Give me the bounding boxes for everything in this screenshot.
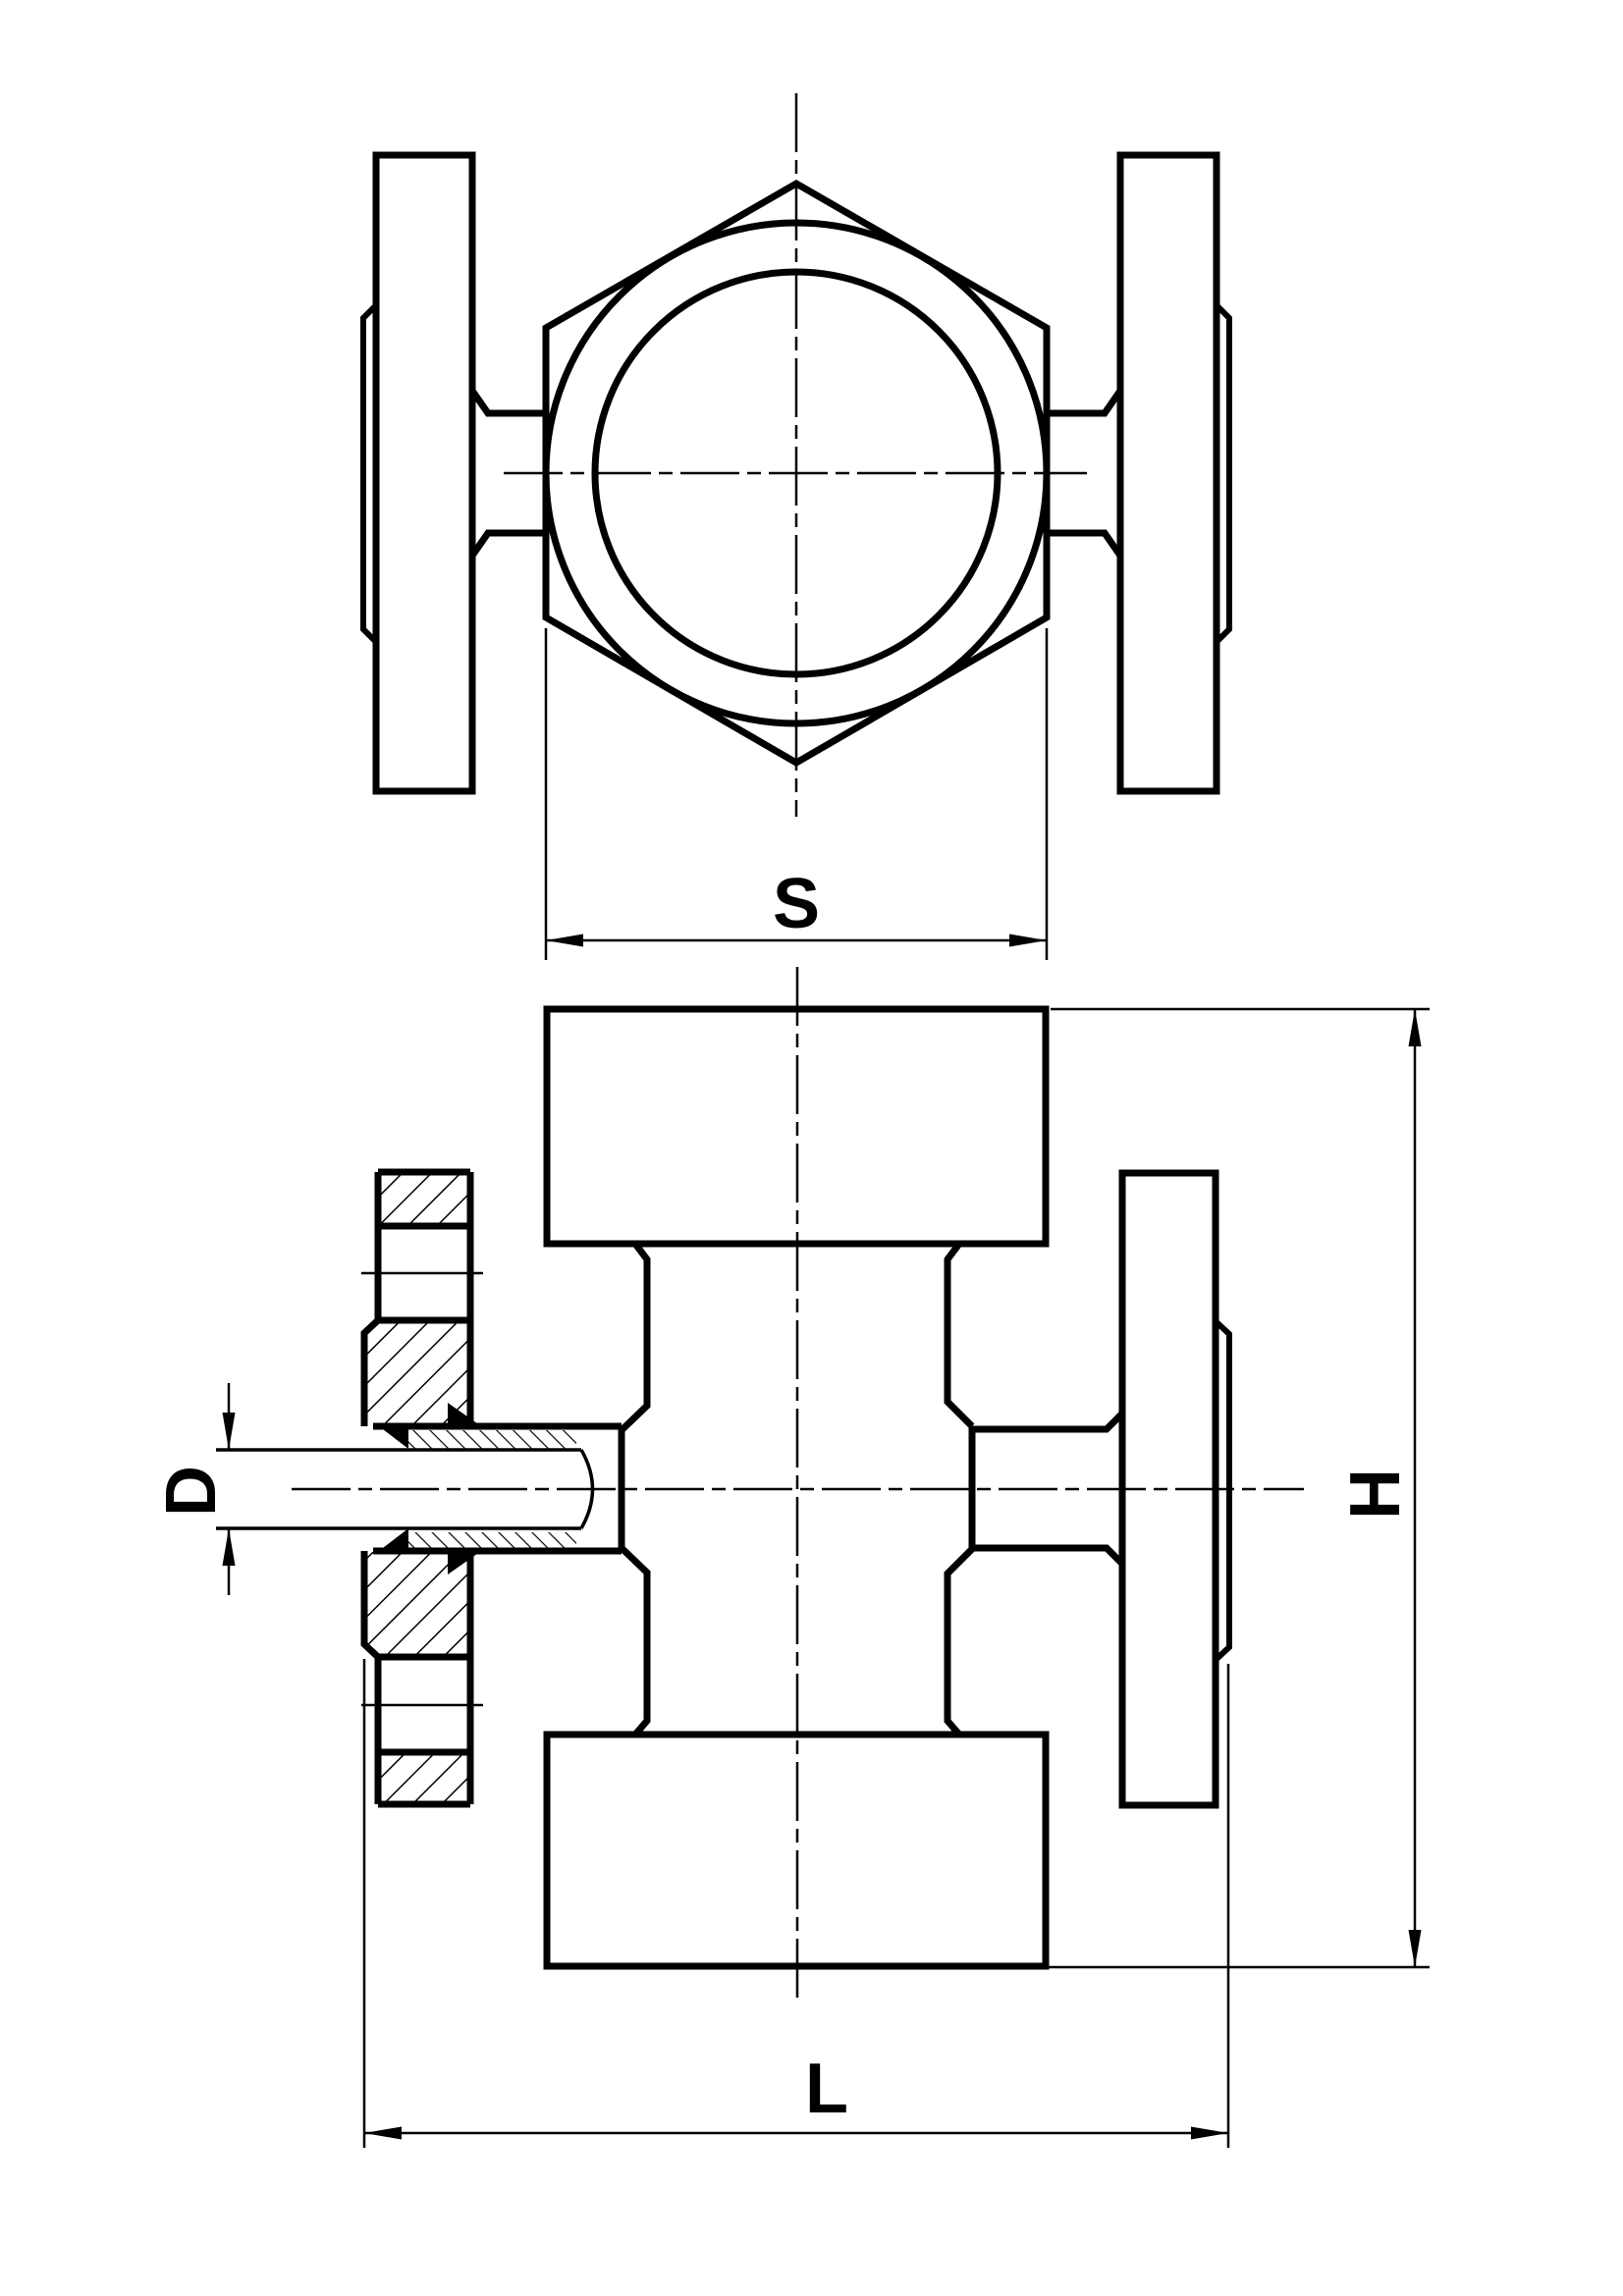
front-section-view: D H L (152, 967, 1430, 2148)
flange-section-upper-block (378, 1172, 470, 1226)
dimension-h-label: H (1336, 1468, 1415, 1520)
weld-bottom-outer (448, 1549, 484, 1575)
weld-bottom-inner (379, 1528, 408, 1551)
dimension-s-arrow-right (1009, 934, 1047, 947)
weld-top-inner (379, 1426, 408, 1449)
outer-circle (542, 219, 1051, 727)
flange-right-front-raised-face (1213, 1318, 1232, 1663)
dimension-s-extension-lines (544, 628, 1049, 960)
neck-right-top (1047, 389, 1123, 558)
dimension-d-label: D (152, 1466, 231, 1517)
dimension-s-label: S (773, 865, 820, 943)
dimension-h-arrow-top (1408, 1009, 1422, 1046)
inner-circle (591, 268, 1001, 678)
hex-nut-outline (542, 179, 1051, 768)
valve-body-outline (618, 1241, 976, 1737)
bore-lines (216, 1448, 581, 1530)
flange-left-top-raised-face (360, 302, 379, 645)
bore-end-curve (579, 1449, 595, 1529)
dimension-h-arrow-bottom (1408, 1930, 1422, 1967)
dimension-h: H (1046, 1007, 1430, 1969)
nipple-wall-upper-hatch (406, 1430, 576, 1449)
neck-left-top (469, 389, 546, 558)
flange-bolt-hole-axes (361, 1271, 483, 1707)
dimension-l-arrow-left (364, 2126, 402, 2140)
weld-fillets (379, 1403, 484, 1575)
flange-section-hub-lower (364, 1552, 470, 1657)
dimension-l-extension-lines (362, 1659, 1230, 2148)
flange-left-top-plate (372, 151, 476, 795)
dimension-h-extension-lines (1046, 1007, 1430, 1969)
flange-right-top-raised-face (1214, 302, 1232, 645)
neck-right-front (972, 1411, 1125, 1567)
dimension-d-arrow-top (222, 1413, 236, 1450)
flange-left-section-outline (360, 1168, 474, 1808)
nipple-outer-walls (373, 1422, 622, 1555)
dimension-d: D (152, 1383, 236, 1595)
top-cap (543, 1005, 1050, 1248)
flange-right-top-plate (1116, 151, 1220, 795)
flange-section-lower-block (378, 1752, 470, 1804)
bottom-cap (543, 1731, 1050, 1970)
dimension-l-label: L (805, 2050, 848, 2128)
dimension-l: L (362, 1659, 1230, 2148)
nipple-wall-lower-hatch (406, 1532, 576, 1551)
flange-left-section-hatch (364, 1172, 470, 1804)
dimension-s: S (544, 628, 1049, 960)
dimension-d-arrow-bottom (222, 1528, 236, 1566)
nipple-section (216, 1403, 622, 1575)
weld-top-outer (448, 1403, 484, 1428)
top-view: S (360, 93, 1232, 960)
dimension-s-arrow-left (546, 934, 583, 947)
flange-right-front-plate (1118, 1169, 1219, 1809)
dimension-l-arrow-right (1191, 2126, 1228, 2140)
flange-section-hub-upper (364, 1320, 470, 1425)
